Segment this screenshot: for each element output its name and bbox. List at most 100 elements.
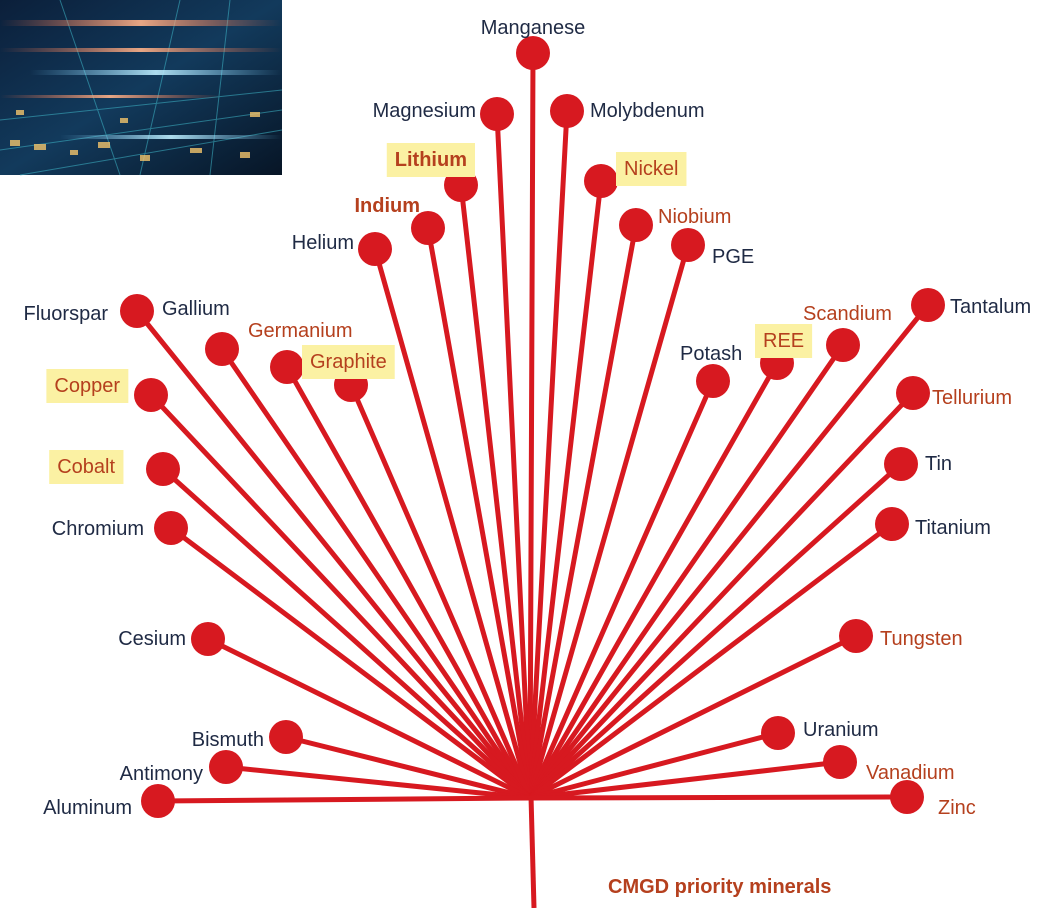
label-molybdenum: Molybdenum xyxy=(590,100,705,122)
node-nickel xyxy=(584,164,618,198)
spoke-vanadium xyxy=(527,759,843,801)
label-antimony: Antimony xyxy=(120,763,203,785)
label-cobalt: Cobalt xyxy=(57,456,115,478)
spoke-antimony xyxy=(223,764,533,801)
highlight-ree xyxy=(755,324,813,358)
label-helium: Helium xyxy=(292,232,354,254)
node-tin xyxy=(884,447,918,481)
label-titanium: Titanium xyxy=(915,517,991,539)
spoke-niobium xyxy=(527,222,639,801)
node-cesium xyxy=(191,622,225,656)
label-bismuth: Bismuth xyxy=(192,729,264,751)
node-copper xyxy=(134,378,168,412)
spoke-uranium xyxy=(527,730,781,801)
label-aluminum: Aluminum xyxy=(43,797,132,819)
spoke-nickel xyxy=(527,178,604,801)
highlight-nickel xyxy=(616,152,687,186)
label-zinc: Zinc xyxy=(938,797,976,819)
spoke-cobalt xyxy=(160,466,533,801)
node-chromium xyxy=(154,511,188,545)
node-aluminum xyxy=(141,784,175,818)
spoke-helium xyxy=(372,246,533,801)
spoke-ree xyxy=(527,360,780,801)
spoke-molybdenum xyxy=(527,108,570,801)
node-molybdenum xyxy=(550,94,584,128)
spoke-zinc xyxy=(527,794,910,801)
node-niobium xyxy=(619,208,653,242)
label-niobium: Niobium xyxy=(658,206,731,228)
spoke-aluminum xyxy=(155,795,533,804)
label-lithium: Lithium xyxy=(395,149,467,171)
spoke-tantalum xyxy=(527,302,931,801)
node-tungsten xyxy=(839,619,873,653)
label-manganese: Manganese xyxy=(481,17,586,39)
label-cesium: Cesium xyxy=(118,628,186,650)
legend-caption: CMGD priority minerals xyxy=(608,876,831,898)
node-helium xyxy=(358,232,392,266)
label-ree: REE xyxy=(763,330,804,352)
spoke-bismuth xyxy=(283,734,533,801)
spoke-indium xyxy=(425,225,533,801)
spoke-manganese xyxy=(527,50,536,801)
spoke-graphite xyxy=(348,382,533,801)
highlight-graphite xyxy=(302,345,395,379)
circuit-board-photo-icon xyxy=(0,0,283,176)
spoke-chromium xyxy=(168,525,533,801)
spoke-lithium xyxy=(458,182,533,801)
spoke-pge xyxy=(527,242,691,801)
node-antimony xyxy=(209,750,243,784)
highlight-cobalt xyxy=(49,450,124,484)
fan-stem xyxy=(528,795,537,908)
spoke-copper xyxy=(148,392,533,801)
label-potash: Potash xyxy=(680,343,742,365)
node-potash xyxy=(696,364,730,398)
spoke-gallium xyxy=(219,346,533,801)
spoke-fluorspar xyxy=(134,308,533,801)
node-manganese xyxy=(516,36,550,70)
label-vanadium: Vanadium xyxy=(866,762,955,784)
label-gallium: Gallium xyxy=(162,298,230,320)
node-titanium xyxy=(875,507,909,541)
spoke-tellurium xyxy=(527,390,916,801)
node-zinc xyxy=(890,780,924,814)
label-tungsten: Tungsten xyxy=(880,628,963,650)
highlight-copper xyxy=(46,369,129,403)
node-germanium xyxy=(270,350,304,384)
spoke-germanium xyxy=(284,364,533,801)
label-pge: PGE xyxy=(712,246,754,268)
spoke-potash xyxy=(527,378,716,801)
label-tantalum: Tantalum xyxy=(950,296,1031,318)
label-indium: Indium xyxy=(354,195,420,217)
label-magnesium: Magnesium xyxy=(373,100,476,122)
label-chromium: Chromium xyxy=(52,518,144,540)
label-scandium: Scandium xyxy=(803,303,892,325)
spoke-scandium xyxy=(527,342,846,801)
node-gallium xyxy=(205,332,239,366)
spoke-magnesium xyxy=(494,111,533,801)
node-magnesium xyxy=(480,97,514,131)
node-indium xyxy=(411,211,445,245)
spoke-tungsten xyxy=(527,633,859,801)
node-scandium xyxy=(826,328,860,362)
label-nickel: Nickel xyxy=(624,158,678,180)
node-fluorspar xyxy=(120,294,154,328)
node-vanadium xyxy=(823,745,857,779)
node-tellurium xyxy=(896,376,930,410)
spoke-cesium xyxy=(205,636,533,801)
label-tellurium: Tellurium xyxy=(932,387,1012,409)
node-bismuth xyxy=(269,720,303,754)
node-uranium xyxy=(761,716,795,750)
label-fluorspar: Fluorspar xyxy=(24,303,109,325)
node-pge xyxy=(671,228,705,262)
label-uranium: Uranium xyxy=(803,719,879,741)
spoke-tin xyxy=(527,461,904,801)
label-copper: Copper xyxy=(54,375,120,397)
label-tin: Tin xyxy=(925,453,952,475)
spoke-titanium xyxy=(527,521,895,801)
label-germanium: Germanium xyxy=(248,320,352,342)
node-tantalum xyxy=(911,288,945,322)
highlight-lithium xyxy=(386,143,475,177)
node-cobalt xyxy=(146,452,180,486)
label-graphite: Graphite xyxy=(310,351,387,373)
